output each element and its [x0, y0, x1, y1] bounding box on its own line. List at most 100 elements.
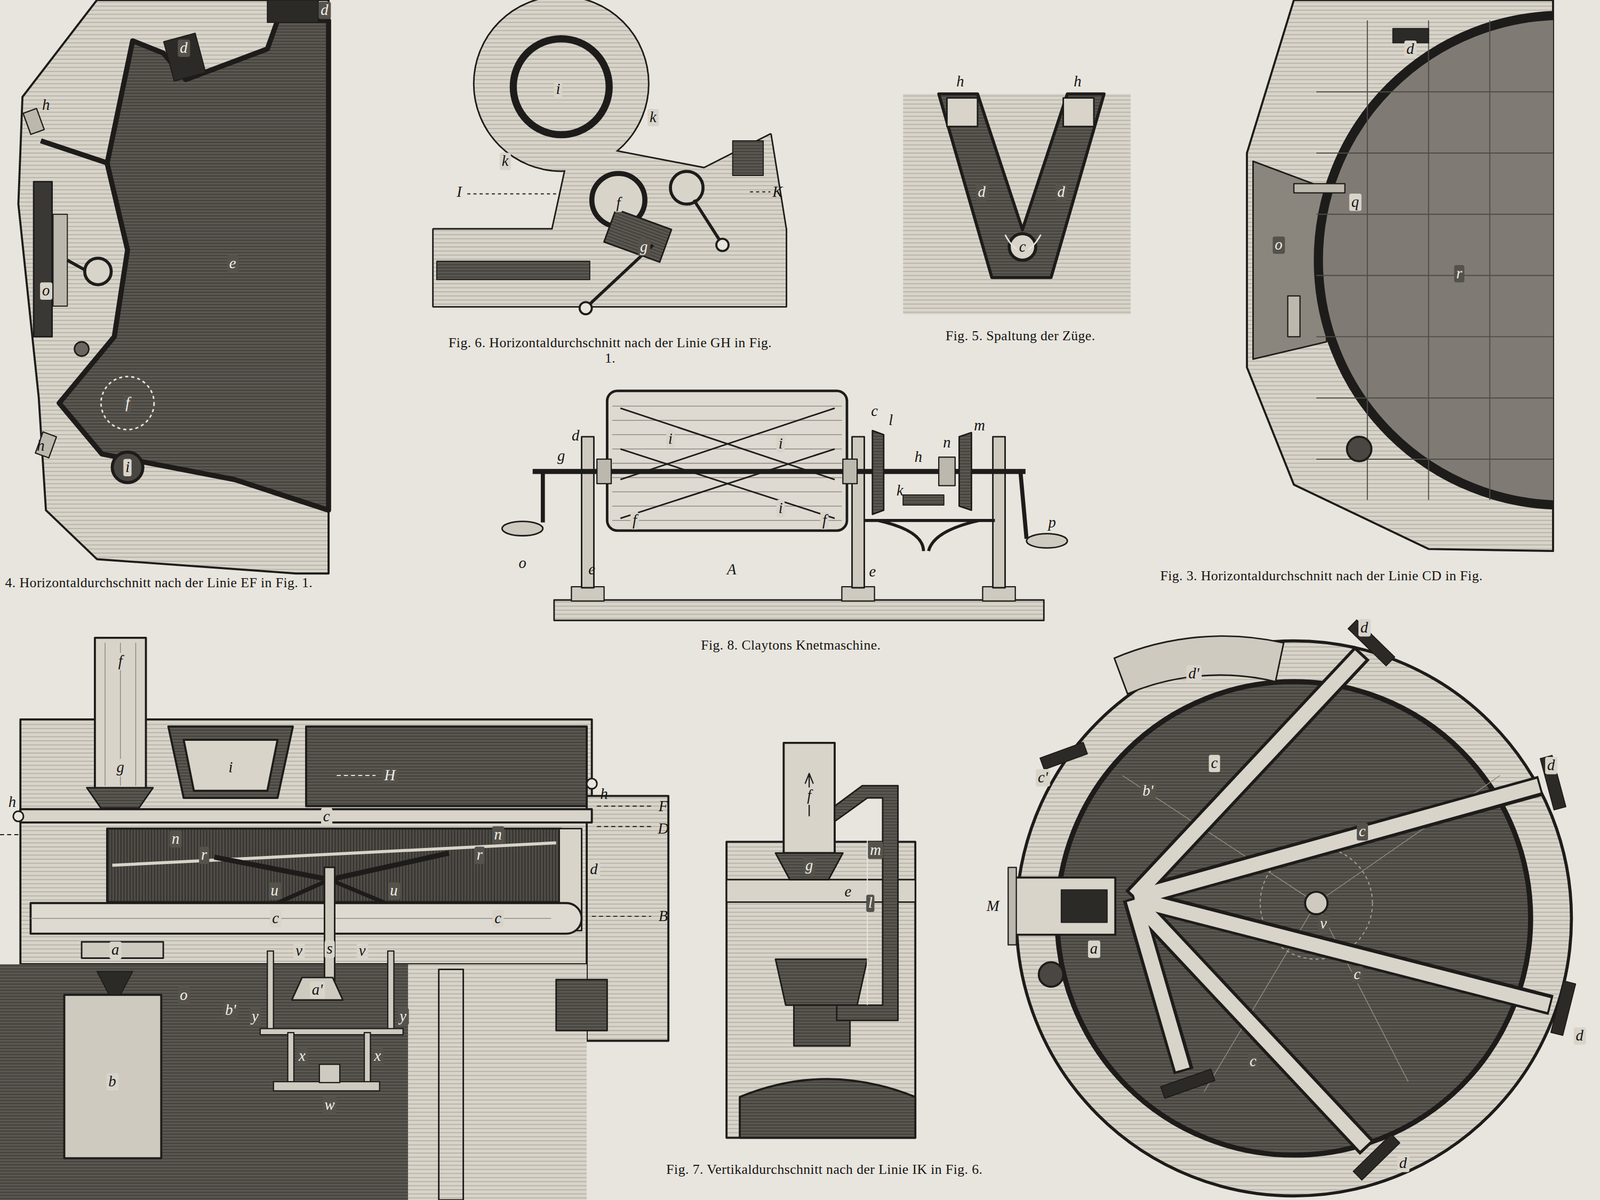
callout-letter: c: [868, 402, 880, 420]
callout-letter: D: [655, 820, 671, 838]
callout-letter: y: [397, 1008, 409, 1026]
callout-letter: f: [804, 787, 814, 805]
callout-letter: c': [1035, 769, 1051, 787]
callout-letter: u: [268, 882, 281, 900]
callout-letter: c: [1351, 965, 1363, 983]
callout-letter: d: [1397, 1154, 1410, 1172]
callout-letter: c: [492, 909, 503, 927]
callout-letter: e: [586, 561, 597, 579]
callout-letter: r: [1454, 265, 1465, 283]
callout-letter: H: [382, 766, 398, 784]
callout-letter: o: [516, 554, 529, 572]
callout-letter: h: [954, 73, 966, 91]
callout-letter: k: [499, 153, 511, 171]
callout-letter: g: [114, 758, 127, 776]
callout-letter: i: [776, 499, 786, 517]
callout-letter: F: [656, 797, 670, 815]
callout-letter: k: [894, 482, 906, 500]
callout-letter: h: [40, 96, 52, 114]
callout-letter: r: [474, 846, 485, 864]
callout-letter: d: [1404, 40, 1416, 58]
callout-letter: y: [249, 1008, 261, 1026]
callout-letter: f: [820, 512, 829, 530]
callout-letter: o: [177, 986, 190, 1004]
callout-letter: f: [116, 652, 125, 670]
callout-letter: w: [322, 1096, 338, 1114]
callout-letter: I: [454, 183, 464, 201]
callout-letter: d: [1358, 619, 1371, 637]
callout-letter: o: [40, 282, 52, 300]
callout-letter: B: [656, 907, 670, 925]
callout-letter: c: [1247, 1052, 1259, 1070]
callout-letter: c: [1017, 238, 1028, 256]
callout-letter: M: [984, 897, 1002, 915]
callout-letter: c: [269, 909, 281, 927]
callout-letter: g: [555, 447, 567, 465]
callout-letter: d': [1186, 665, 1202, 683]
callout-letter: e: [842, 883, 854, 901]
callout-letter: f: [614, 194, 623, 212]
callout-letter: a: [1088, 940, 1100, 958]
callout-letter: c: [1356, 823, 1368, 841]
callout-letter: u: [388, 882, 400, 900]
callout-letter: p: [1046, 514, 1059, 532]
callout-letter: d: [318, 1, 331, 19]
callout-letter: b: [106, 1073, 118, 1091]
callout-letter: d: [976, 183, 988, 201]
callout-letter: c: [321, 808, 332, 826]
callout-letter: i: [666, 430, 675, 448]
callout-letter: f: [123, 394, 132, 412]
callout-letter: f: [630, 512, 639, 530]
figure-caption: 4. Horizontaldurchschnitt nach der Linie…: [5, 576, 314, 591]
callout-letter: d: [1055, 183, 1068, 201]
callout-letter: g: [803, 857, 815, 875]
callout-letter: i: [226, 758, 236, 776]
callout-letter: b': [1140, 782, 1156, 800]
callout-letter: i: [554, 80, 563, 98]
callout-letter: g: [637, 238, 650, 256]
callout-letter: d: [588, 860, 600, 878]
callout-letter: m: [972, 417, 988, 435]
callout-letter: m: [867, 841, 883, 859]
callout-letter: l: [886, 411, 895, 429]
callout-letter: d: [1545, 756, 1557, 774]
figure-caption: Fig. 6. Horizontaldurchschnitt nach der …: [441, 336, 779, 367]
callout-letter: k: [647, 108, 659, 126]
callout-letter: l: [866, 894, 875, 912]
callout-letter: h: [1071, 73, 1084, 91]
callout-letter: d: [177, 39, 190, 57]
callout-letter: s: [324, 940, 335, 958]
figure-caption: Fig. 7. Vertikaldurchschnitt nach der Li…: [651, 1162, 999, 1178]
callout-letter: v: [1317, 915, 1329, 933]
callout-letter: x: [296, 1047, 308, 1065]
figure-caption: Fig. 3. Horizontaldurchschnitt nach der …: [1160, 569, 1483, 584]
callout-letter: x: [372, 1047, 383, 1065]
callout-letter: n: [169, 830, 182, 848]
callout-letter: v: [356, 942, 368, 960]
callout-letter: o: [1272, 236, 1285, 254]
callout-letter: K: [770, 183, 786, 201]
callout-letter: h: [598, 785, 611, 803]
callout-letter: A: [724, 561, 739, 579]
figure-caption: Fig. 5. Spaltung der Züge.: [945, 329, 1095, 344]
callout-letter: v: [293, 942, 304, 960]
callout-letter: a: [109, 941, 122, 959]
callout-letter: e: [227, 254, 238, 272]
callout-letter: h: [35, 437, 47, 455]
callout-letter: i: [776, 435, 786, 453]
callout-letter: q: [1349, 193, 1362, 211]
callout-letter: r: [198, 846, 210, 864]
callout-letter: b': [222, 1001, 238, 1019]
callout-letter: i: [123, 458, 132, 476]
callout-letter: h: [912, 448, 925, 466]
callout-letter: c: [1209, 754, 1220, 772]
callout-letter: a': [309, 981, 325, 999]
callout-letter: e: [867, 563, 878, 581]
callout-letter: d: [1573, 1027, 1586, 1045]
figure-caption: Fig. 8. Claytons Knetmaschine.: [700, 638, 881, 654]
callout-letter: n: [492, 826, 504, 844]
callout-letter: d: [569, 427, 582, 445]
